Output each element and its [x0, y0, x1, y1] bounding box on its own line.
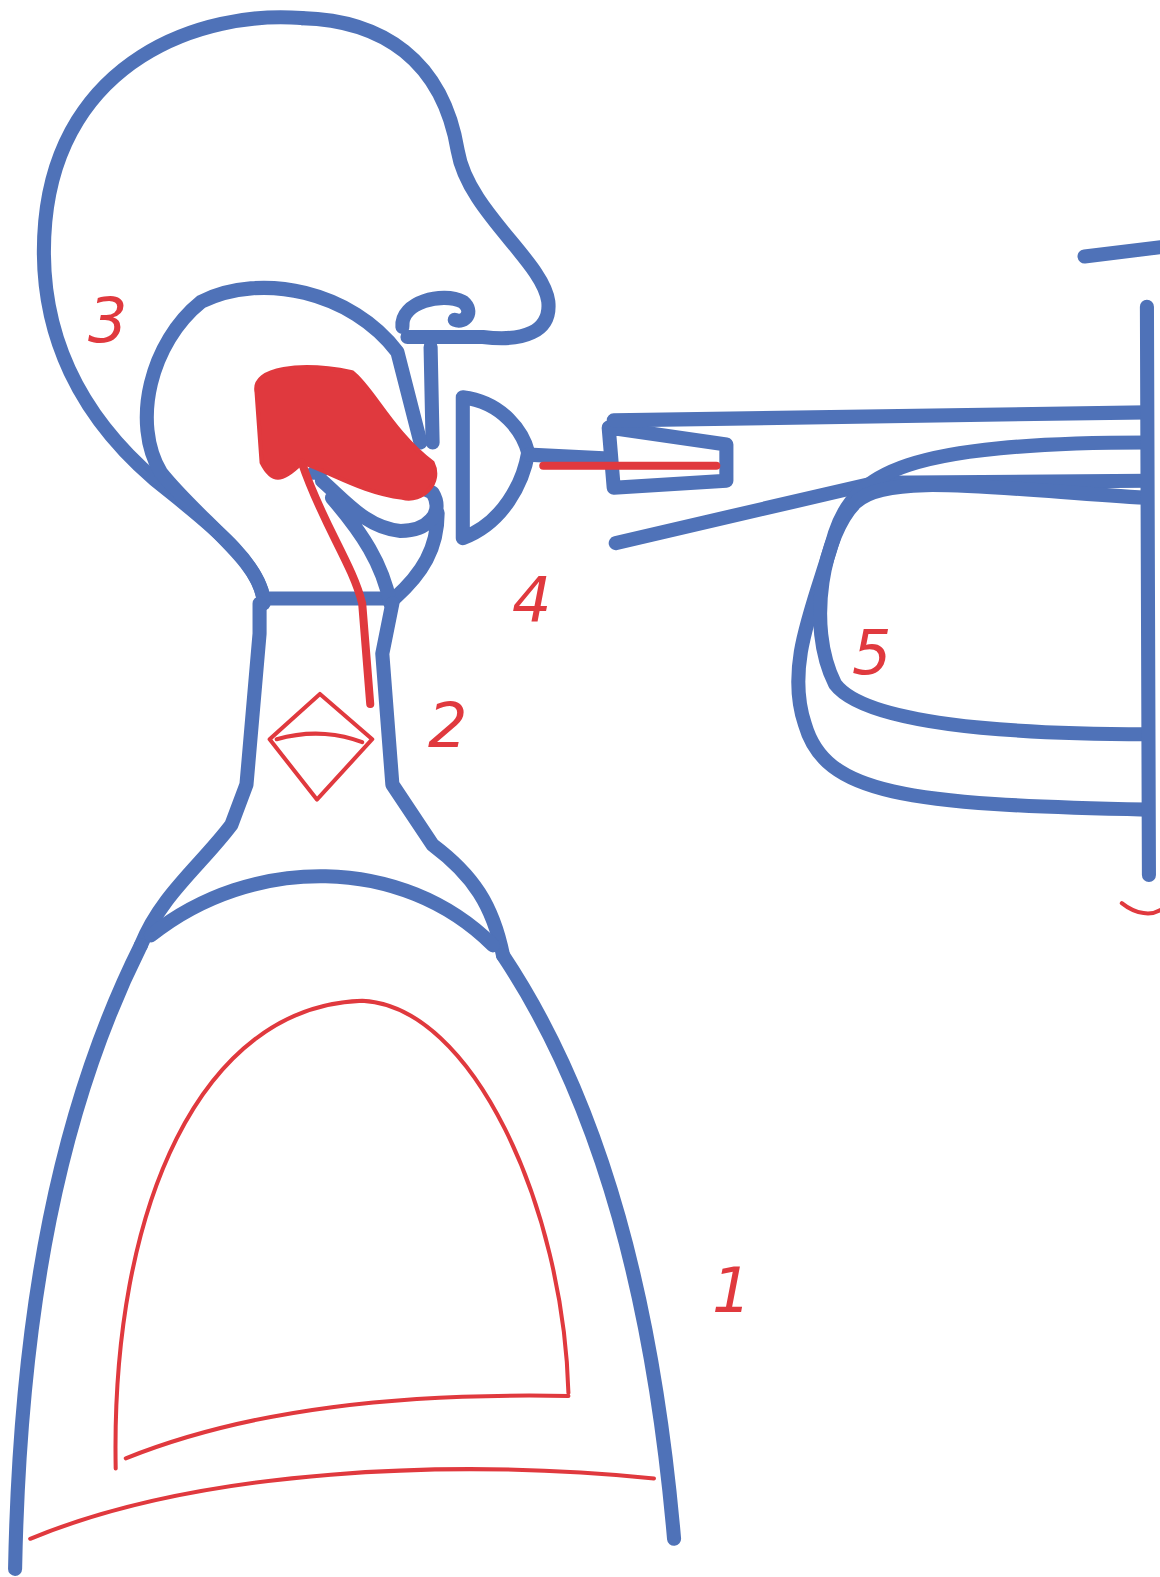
- tongue: [256, 367, 435, 498]
- face-outline: [302, 18, 549, 338]
- tube-loop-outer: [798, 443, 1147, 810]
- mouthpiece-stem: [528, 455, 608, 459]
- callout-number: 5: [852, 622, 891, 684]
- nostril: [402, 298, 468, 327]
- chest-left: [15, 945, 141, 1569]
- head-outline: [44, 17, 438, 598]
- shoulders: [151, 876, 493, 945]
- airway: [302, 463, 370, 704]
- bell-arc: [1122, 903, 1160, 913]
- diaphragm: [30, 1469, 654, 1538]
- bell-edge: [1085, 246, 1160, 256]
- callout-number: 2: [428, 695, 467, 757]
- upper-lip: [431, 347, 433, 443]
- valve-bar: [1147, 307, 1149, 875]
- air-column: [543, 462, 716, 470]
- chest-right: [503, 955, 674, 1538]
- lungs: [115, 1001, 568, 1469]
- callout-number: 4: [512, 570, 551, 632]
- callout-number: 1: [712, 1260, 751, 1322]
- mouthpiece-cup: [463, 397, 528, 538]
- leadpipe: [609, 427, 727, 487]
- callout-number: 3: [88, 290, 127, 352]
- tube-loop-inner: [820, 485, 1147, 734]
- larynx: [270, 694, 373, 800]
- tube-top: [614, 412, 1147, 420]
